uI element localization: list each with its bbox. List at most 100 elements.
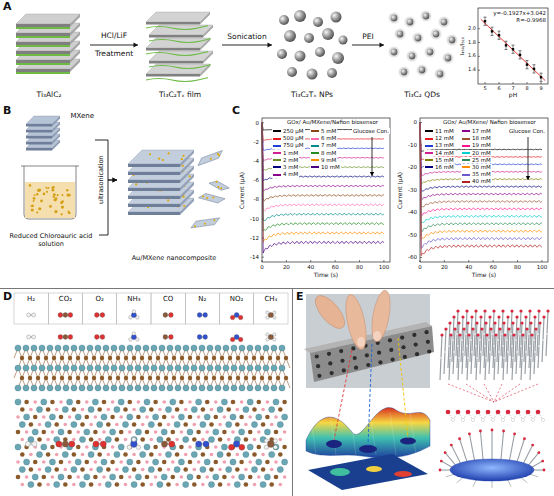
polymer-rod bbox=[453, 329, 455, 374]
polymer-rod bbox=[492, 480, 493, 488]
axis-tick-mark bbox=[310, 260, 311, 262]
hydrophilic-head bbox=[439, 469, 442, 472]
sheet-edge bbox=[149, 61, 203, 64]
sheet-side bbox=[52, 116, 60, 127]
rod-bead bbox=[476, 357, 478, 359]
polymer-rod bbox=[462, 329, 464, 374]
polymer-rod bbox=[444, 329, 446, 374]
board-hole bbox=[400, 335, 404, 339]
axis-tick-mark bbox=[262, 260, 263, 262]
c-atom bbox=[132, 356, 136, 360]
legend-item: 500 μM bbox=[272, 135, 305, 142]
atom bbox=[268, 334, 273, 339]
ti-atom bbox=[255, 365, 261, 371]
concentration-arrow bbox=[526, 137, 530, 180]
ti-atom bbox=[36, 451, 42, 457]
rod-bead bbox=[458, 357, 460, 359]
step-label: ultrasonication bbox=[98, 156, 105, 204]
c-atom bbox=[140, 376, 144, 380]
ti-atom bbox=[36, 406, 42, 412]
c-atom bbox=[214, 460, 219, 465]
o-atom bbox=[59, 400, 63, 404]
legend-item: 7 mM bbox=[310, 142, 337, 149]
quantum-dot-halo bbox=[389, 47, 400, 58]
ti-atom bbox=[161, 474, 167, 480]
ti-atom bbox=[161, 429, 167, 435]
quantum-dot-halo bbox=[395, 29, 406, 40]
rod-bead bbox=[480, 351, 482, 353]
arrow-label: Glucose Con. bbox=[352, 128, 390, 134]
arrow-shaft bbox=[372, 137, 373, 176]
c-atom bbox=[20, 407, 25, 412]
oxygen-atom bbox=[526, 410, 531, 415]
atom bbox=[32, 313, 36, 317]
quantum-dot-halo bbox=[413, 33, 424, 44]
o-atom bbox=[55, 453, 59, 457]
molecule-cell bbox=[48, 293, 82, 324]
arrowhead bbox=[113, 178, 118, 183]
legend-text: 9 mM bbox=[321, 157, 336, 163]
board-hole bbox=[353, 356, 357, 360]
ti-atom bbox=[251, 466, 257, 472]
polymer-rod bbox=[480, 329, 482, 374]
rod-bead bbox=[492, 333, 494, 335]
hydrophilic-head bbox=[458, 333, 461, 336]
ti-atom bbox=[153, 414, 159, 420]
ti-atom bbox=[87, 365, 93, 371]
board-hole bbox=[401, 345, 405, 349]
c-atom bbox=[119, 475, 124, 480]
axis-tick: 20 bbox=[441, 264, 448, 270]
polymer-rod bbox=[440, 335, 442, 380]
ti-atom bbox=[62, 451, 68, 457]
c-atom bbox=[67, 475, 72, 480]
c-atom bbox=[201, 452, 206, 457]
sheet-edge bbox=[128, 164, 180, 167]
legend-text: 20 mM bbox=[472, 150, 491, 156]
ti-atom bbox=[191, 345, 197, 351]
energy-well bbox=[400, 438, 416, 445]
hydrophilic-head bbox=[461, 315, 464, 318]
c-atom bbox=[115, 482, 120, 487]
data-point bbox=[519, 54, 521, 56]
o-atom bbox=[119, 415, 123, 419]
atom bbox=[63, 335, 68, 340]
ti-atom bbox=[127, 385, 133, 391]
ti-atom bbox=[277, 466, 283, 472]
panel-letter: C bbox=[232, 105, 240, 118]
sheet-edge bbox=[26, 130, 52, 133]
sheet-top bbox=[146, 38, 210, 48]
axis-tick: 1.8 bbox=[468, 40, 476, 46]
c-atom bbox=[284, 356, 288, 360]
hydrophilic-head bbox=[462, 327, 465, 330]
axis-tick-mark bbox=[517, 260, 518, 262]
c-atom bbox=[54, 422, 59, 427]
leader-dash bbox=[398, 338, 408, 438]
legend-item: 15 mM bbox=[424, 157, 455, 164]
c-atom bbox=[116, 356, 120, 360]
legend-text: 250 μM bbox=[283, 128, 304, 134]
legend-item: 40 mM bbox=[461, 178, 492, 185]
rod-bead bbox=[488, 339, 490, 341]
molecule bbox=[27, 313, 36, 317]
quantum-dot bbox=[433, 31, 440, 38]
error-cap bbox=[498, 31, 501, 32]
o-atom bbox=[38, 468, 42, 472]
leader-dash bbox=[494, 384, 538, 402]
ti-atom bbox=[183, 481, 189, 487]
o-atom bbox=[102, 475, 106, 479]
al-layer bbox=[16, 63, 70, 65]
legend-text: 8 mM bbox=[321, 150, 336, 156]
ti-atom bbox=[151, 365, 157, 371]
c-atom bbox=[102, 400, 107, 405]
molecule bbox=[230, 313, 243, 320]
ti-atom bbox=[19, 421, 25, 427]
c-atom bbox=[252, 452, 257, 457]
o-atom bbox=[150, 483, 154, 487]
molecule-cell bbox=[14, 293, 48, 324]
nanoparticle bbox=[327, 68, 337, 78]
c-atom bbox=[205, 400, 210, 405]
ti-atom bbox=[174, 466, 180, 472]
rod-bead bbox=[502, 345, 504, 347]
c-atom bbox=[260, 376, 264, 380]
hydrophilic-head bbox=[493, 321, 496, 324]
